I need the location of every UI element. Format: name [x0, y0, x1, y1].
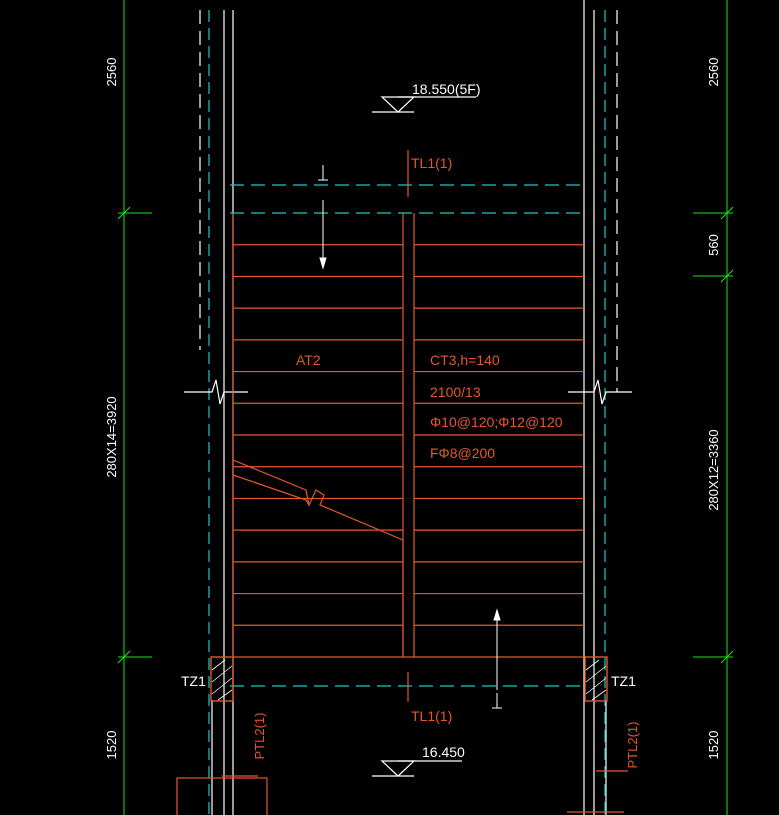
level-marker-icon: [372, 96, 476, 113]
wall-lines: [199, 0, 618, 815]
column-tz1-left: [210, 656, 234, 702]
dim-left-top: 2560: [104, 58, 119, 87]
arrow-up-icon: [492, 608, 502, 709]
dim-right-top: 2560: [706, 58, 721, 87]
wall-break-lines: [184, 379, 632, 405]
stair-spec-1: CT3,h=140: [430, 352, 500, 368]
dim-right-mid: 280X12=3360: [706, 429, 721, 510]
dimension-lines: [117, 0, 734, 815]
dim-right-upper: 560: [706, 234, 721, 256]
level-marker-icon: [372, 760, 462, 777]
axis-lines: [208, 10, 606, 815]
beam-label-bottom: TL1(1): [411, 708, 452, 724]
stair-outline: [176, 150, 628, 815]
dim-left-mid: 280X14=3920: [104, 396, 119, 477]
stair-spec-3: Φ10@120;Φ12@120: [430, 414, 563, 430]
dim-left-bottom: 1520: [104, 731, 119, 760]
stair-spec-2: 2100/13: [430, 384, 481, 400]
column-label-right: TZ1: [611, 673, 636, 689]
platform-beam-label-left: PTL2(1): [252, 713, 267, 760]
level-upper: 18.550(5F): [412, 81, 480, 97]
column-label-left: TZ1: [181, 673, 206, 689]
dim-right-bottom: 1520: [706, 731, 721, 760]
beam-label-top: TL1(1): [411, 155, 452, 171]
stair-label-left: AT2: [296, 352, 321, 368]
platform-beam-label-right: PTL2(1): [625, 722, 640, 769]
column-tz1-right: [584, 656, 608, 702]
level-lower: 16.450: [422, 744, 465, 760]
arrow-down-icon: [318, 165, 328, 270]
stair-spec-4: FΦ8@200: [430, 445, 495, 461]
stair-treads: [233, 244, 584, 626]
